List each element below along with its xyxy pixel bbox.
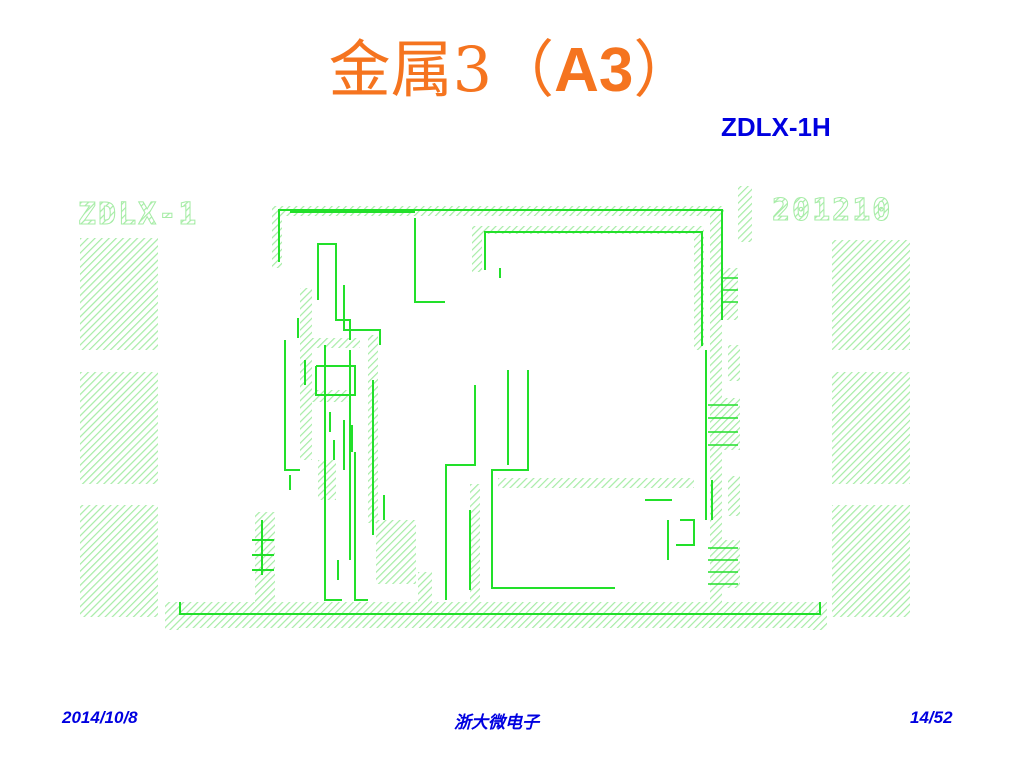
chip-id-label: ZDLX-1H	[721, 112, 831, 142]
footer-date: 2014/10/8	[62, 708, 138, 727]
pad-left-1	[80, 238, 158, 350]
pad-right-3	[832, 505, 910, 617]
title-chinese: 金属3（	[328, 33, 555, 106]
metal-traces	[179, 209, 821, 615]
pad-right-2	[832, 372, 910, 484]
slide-title: 金属3（A3）	[0, 33, 1024, 106]
footer-organization: 浙大微电子	[454, 713, 539, 733]
left-pads	[80, 238, 158, 617]
footer-page-number: 14/52	[910, 708, 953, 727]
pad-left-3	[80, 505, 158, 617]
finger-stripes	[708, 277, 738, 585]
marker-bar	[738, 186, 752, 242]
title-close-paren: ）	[633, 33, 696, 106]
title-layer-code: A3	[554, 36, 634, 105]
pad-left-2	[80, 372, 158, 484]
layout-label-right: 201210	[772, 193, 892, 228]
pad-right-1	[832, 240, 910, 350]
right-fingers	[722, 268, 740, 588]
right-pads	[832, 240, 910, 617]
layout-label-left: ZDLX-1	[78, 197, 198, 232]
